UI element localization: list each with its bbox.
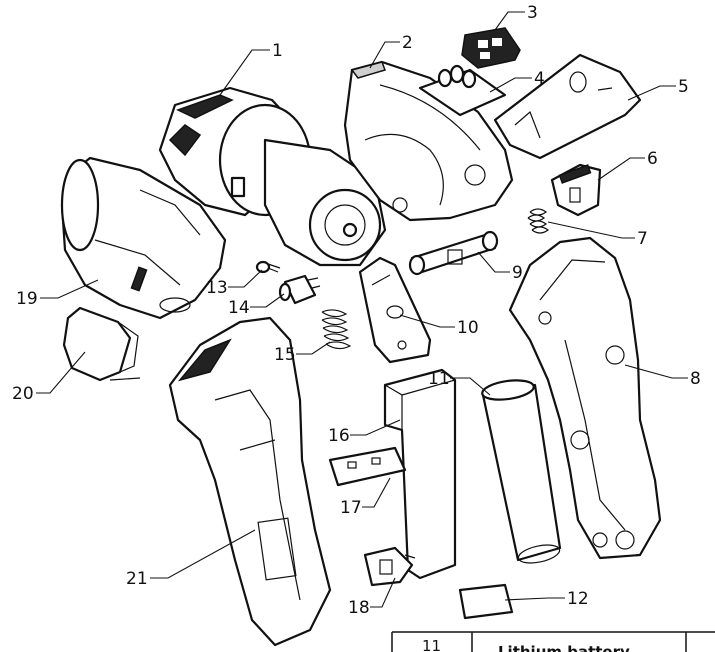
part-7-spring xyxy=(527,208,550,234)
callout-20: 20 xyxy=(12,384,34,404)
part-1-chuck-motor xyxy=(158,86,387,267)
callout-19: 19 xyxy=(16,289,38,309)
callout-1: 1 xyxy=(272,41,283,61)
part-21-left-housing xyxy=(168,316,332,647)
part-8-right-housing xyxy=(508,236,662,560)
table-row-description: Lithium battery xyxy=(498,643,630,652)
part-9-lock-shaft xyxy=(408,230,499,276)
callout-numbers: 1 2 3 4 5 6 7 8 9 10 11 12 13 14 15 16 1… xyxy=(12,3,701,618)
part-19-front-housing xyxy=(60,156,227,320)
part-6-clip xyxy=(550,163,602,217)
callout-17: 17 xyxy=(340,498,362,518)
callout-12: 12 xyxy=(567,589,589,609)
part-17-contact-plate xyxy=(328,446,407,487)
part-3-switch-cap xyxy=(461,27,521,69)
part-14-switch xyxy=(278,274,321,305)
table-row-number: 11 xyxy=(422,637,441,652)
callout-2: 2 xyxy=(402,33,413,53)
part-18-socket xyxy=(363,546,416,587)
parts-table: 11 Lithium battery xyxy=(391,631,715,652)
callout-13: 13 xyxy=(206,278,228,298)
callout-21: 21 xyxy=(126,569,148,589)
part-12-label-plate xyxy=(458,583,514,620)
callout-15: 15 xyxy=(274,345,296,365)
callout-10: 10 xyxy=(457,318,479,338)
callout-9: 9 xyxy=(512,263,523,283)
callout-5: 5 xyxy=(678,77,689,97)
callout-14: 14 xyxy=(228,298,250,318)
leader-lines xyxy=(36,11,688,608)
callout-7: 7 xyxy=(637,229,648,249)
part-20-cover xyxy=(62,306,141,382)
callout-16: 16 xyxy=(328,426,350,446)
part-4-circuit-board xyxy=(418,64,507,117)
part-10-trigger xyxy=(358,256,432,364)
callout-11: 11 xyxy=(428,369,450,389)
callout-4: 4 xyxy=(534,69,545,89)
part-16-battery-holder xyxy=(383,368,457,580)
callout-6: 6 xyxy=(647,149,658,169)
part-15-spring xyxy=(321,309,352,350)
part-5-top-cover xyxy=(493,53,642,160)
callout-8: 8 xyxy=(690,369,701,389)
part-13-led xyxy=(255,260,281,274)
callout-18: 18 xyxy=(348,598,370,618)
callout-3: 3 xyxy=(527,3,538,23)
part-11-lithium-battery xyxy=(481,379,562,564)
